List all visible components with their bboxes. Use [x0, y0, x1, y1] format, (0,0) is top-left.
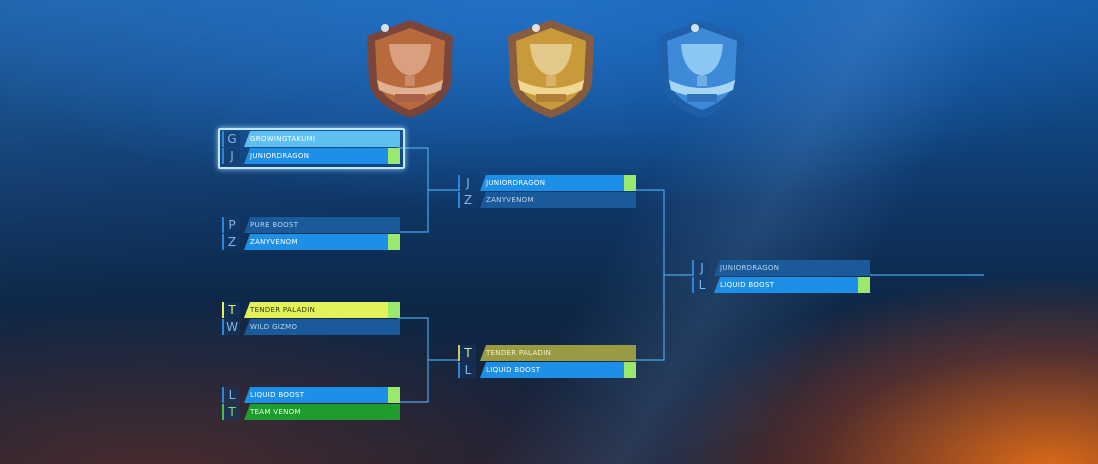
- semi2-top-team[interactable]: T TENDER PALADIN: [458, 345, 638, 361]
- semi1-bottom-team[interactable]: Z ZANYVENOM: [458, 192, 638, 208]
- team-seed: L: [692, 277, 710, 293]
- winner-marker: [624, 175, 636, 191]
- match2-top-team[interactable]: P PURE BOOST: [222, 217, 402, 233]
- final-bottom-team[interactable]: L LIQUID BOOST: [692, 277, 872, 293]
- team-name: ZANYVENOM: [480, 192, 636, 208]
- match3-bottom-team[interactable]: W WILD GIZMO: [222, 319, 402, 335]
- team-seed: J: [458, 175, 476, 191]
- winner-marker: [388, 148, 400, 164]
- team-seed: P: [222, 217, 240, 233]
- team-name: TEAM VENOM: [244, 404, 400, 420]
- winner-marker: [388, 302, 400, 318]
- platinum-trophy-icon: [647, 14, 757, 122]
- match1-top-team[interactable]: G GROWINGTAKUMI: [222, 131, 402, 147]
- team-name: JUNIORDRAGON: [480, 175, 636, 191]
- team-name: TENDER PALADIN: [244, 302, 400, 318]
- team-seed: Z: [222, 234, 240, 250]
- team-name: GROWINGTAKUMI: [244, 131, 400, 147]
- team-seed: T: [222, 302, 240, 318]
- team-name: ZANYVENOM: [244, 234, 400, 250]
- winner-marker: [388, 387, 400, 403]
- team-name: LIQUID BOOST: [714, 277, 870, 293]
- match1-bottom-team[interactable]: J JUNIORDRAGON: [222, 148, 402, 164]
- team-seed: L: [458, 362, 476, 378]
- team-name: TENDER PALADIN: [480, 345, 636, 361]
- team-name: LIQUID BOOST: [480, 362, 636, 378]
- team-seed: Z: [458, 192, 476, 208]
- gold-trophy-icon: [496, 14, 606, 122]
- team-seed: L: [222, 387, 240, 403]
- match2-bottom-team[interactable]: Z ZANYVENOM: [222, 234, 402, 250]
- bronze-trophy-icon: [355, 14, 465, 122]
- team-seed: W: [222, 319, 240, 335]
- team-name: LIQUID BOOST: [244, 387, 400, 403]
- match4-bottom-team[interactable]: T TEAM VENOM: [222, 404, 402, 420]
- team-seed: J: [222, 148, 240, 164]
- team-name: PURE BOOST: [244, 217, 400, 233]
- semi1-top-team[interactable]: J JUNIORDRAGON: [458, 175, 638, 191]
- team-name: WILD GIZMO: [244, 319, 400, 335]
- semi2-bottom-team[interactable]: L LIQUID BOOST: [458, 362, 638, 378]
- winner-marker: [858, 277, 870, 293]
- team-name: JUNIORDRAGON: [244, 148, 400, 164]
- match4-top-team[interactable]: L LIQUID BOOST: [222, 387, 402, 403]
- winner-marker: [624, 362, 636, 378]
- team-seed: G: [222, 131, 240, 147]
- team-name: JUNIORDRAGON: [714, 260, 870, 276]
- selected-match-highlight: [218, 128, 405, 169]
- winner-marker: [388, 234, 400, 250]
- final-top-team[interactable]: J JUNIORDRAGON: [692, 260, 872, 276]
- team-seed: T: [222, 404, 240, 420]
- team-seed: T: [458, 345, 476, 361]
- match3-top-team[interactable]: T TENDER PALADIN: [222, 302, 402, 318]
- team-seed: J: [692, 260, 710, 276]
